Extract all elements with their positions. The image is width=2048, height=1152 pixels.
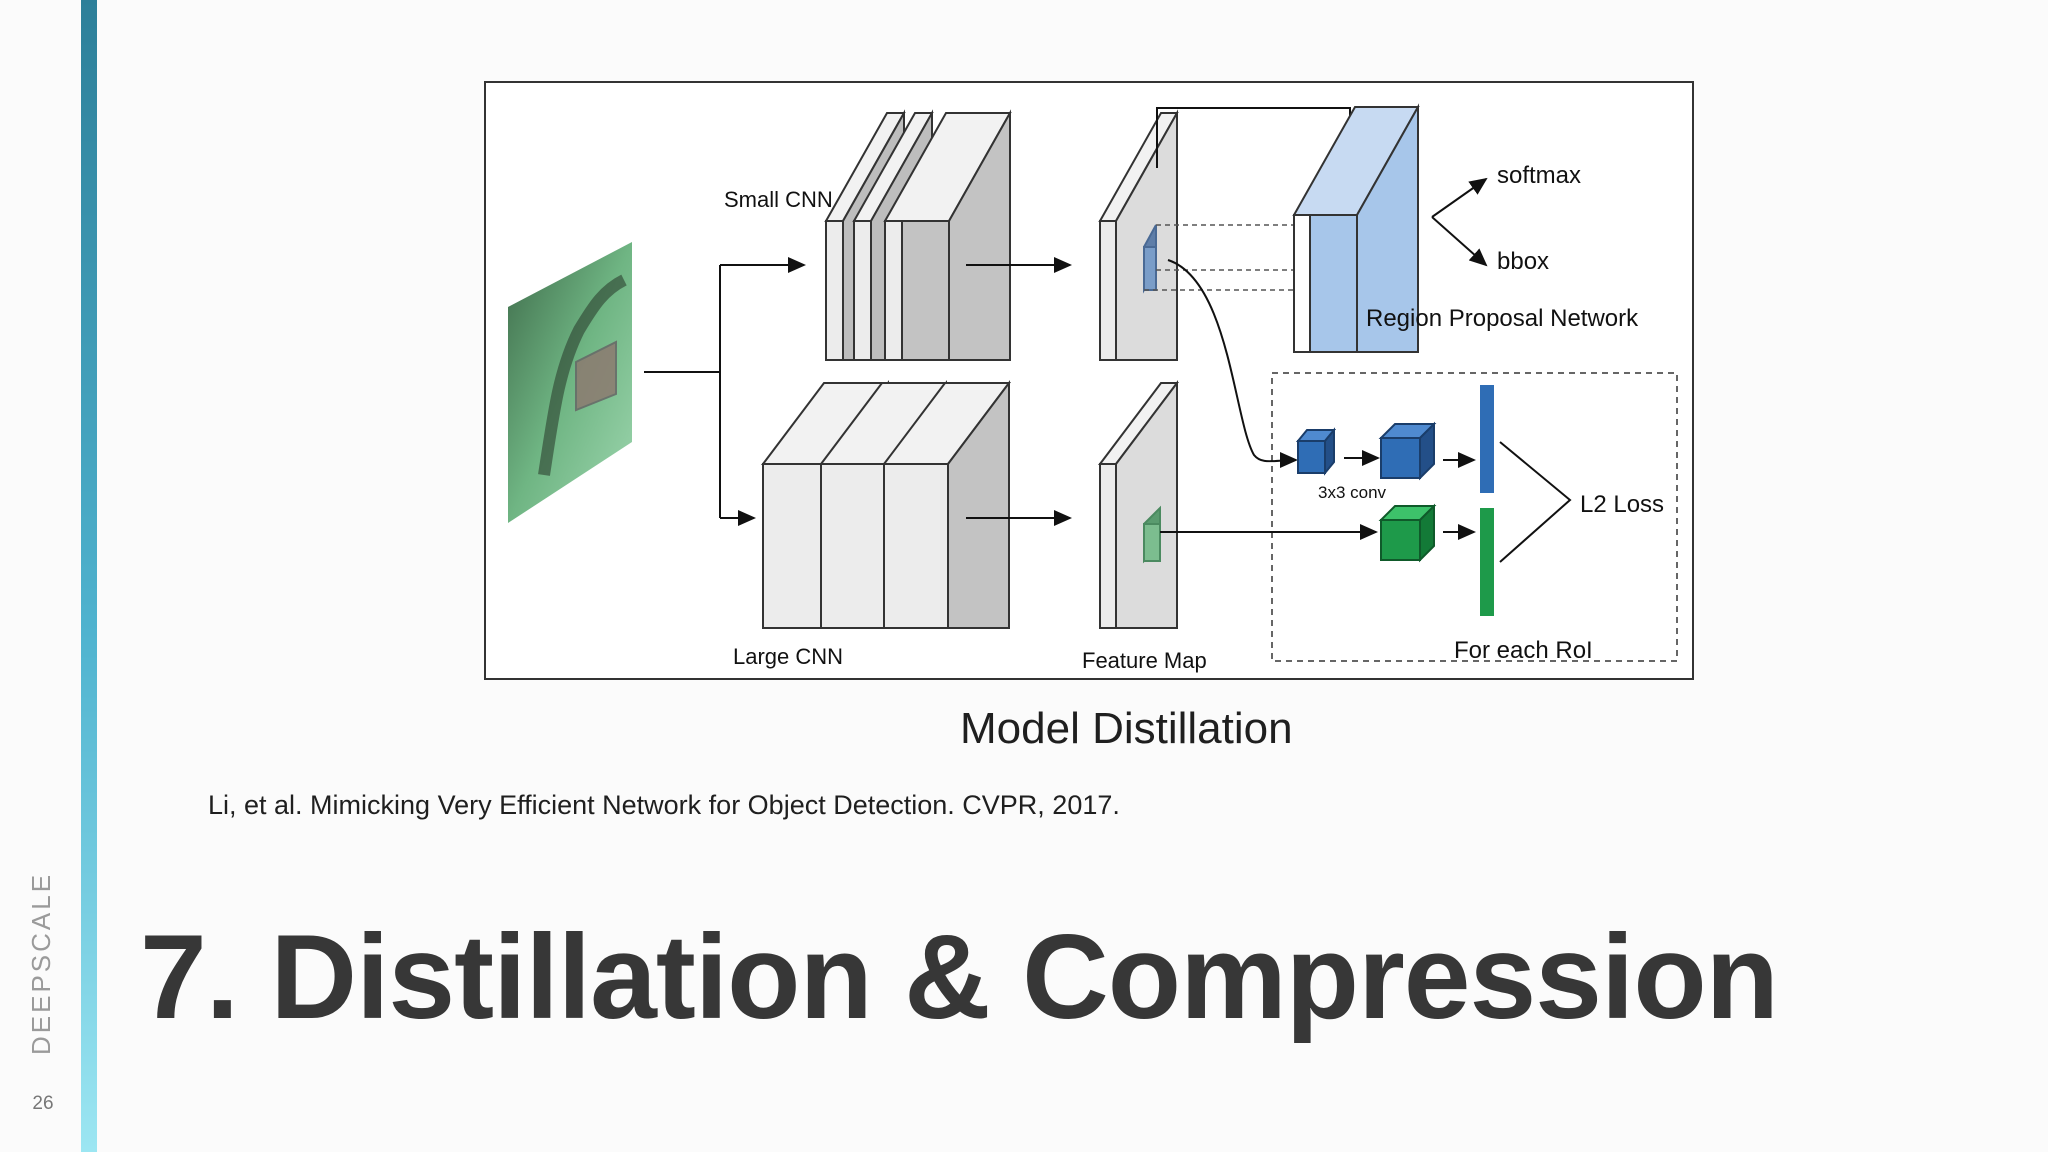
- large-cnn-label: Large CNN: [733, 644, 843, 669]
- l2-loss-chevron: [1499, 441, 1572, 563]
- roi-box: [1271, 372, 1678, 662]
- slide-title: 7. Distillation & Compression: [140, 910, 1779, 1044]
- large-cnn-layers: [760, 380, 1012, 629]
- conv-label: 3x3 conv: [1318, 483, 1387, 502]
- blue-cube-large: [1378, 421, 1437, 481]
- rpn-label: Region Proposal Network: [1366, 305, 1639, 332]
- deepscale-logo: DEEPSCALE: [26, 872, 56, 1055]
- blue-feature-bar: [1480, 385, 1494, 493]
- deepscale-logo-text: DEEPSCALE: [26, 872, 56, 1055]
- bbox-label: bbox: [1497, 248, 1549, 275]
- green-feature-bar: [1480, 508, 1494, 616]
- roi-label: For each RoI: [1454, 637, 1593, 664]
- input-image: [508, 242, 632, 523]
- blue-cube-small: [1295, 427, 1337, 476]
- l2-loss-label: L2 Loss: [1580, 491, 1664, 518]
- green-cube: [1378, 503, 1437, 563]
- input-arrows: [644, 257, 806, 526]
- small-cnn-label: Small CNN: [724, 187, 833, 212]
- roi-curve: [1167, 259, 1298, 469]
- small-cnn-layers: [824, 109, 1012, 361]
- distillation-diagram: Small CNN Large CNN Feature Map softmax …: [484, 81, 1694, 680]
- accent-bar: [81, 0, 97, 1152]
- rpn-output-arrows: [1431, 177, 1488, 267]
- page-number: 26: [32, 1093, 54, 1114]
- large-feature-map: [1097, 380, 1180, 629]
- feature-map-label: Feature Map: [1082, 648, 1207, 673]
- softmax-label: softmax: [1497, 162, 1581, 189]
- citation: Li, et al. Mimicking Very Efficient Netw…: [208, 790, 1120, 820]
- rpn-block: [1292, 103, 1420, 353]
- figure-caption: Model Distillation: [960, 704, 1293, 753]
